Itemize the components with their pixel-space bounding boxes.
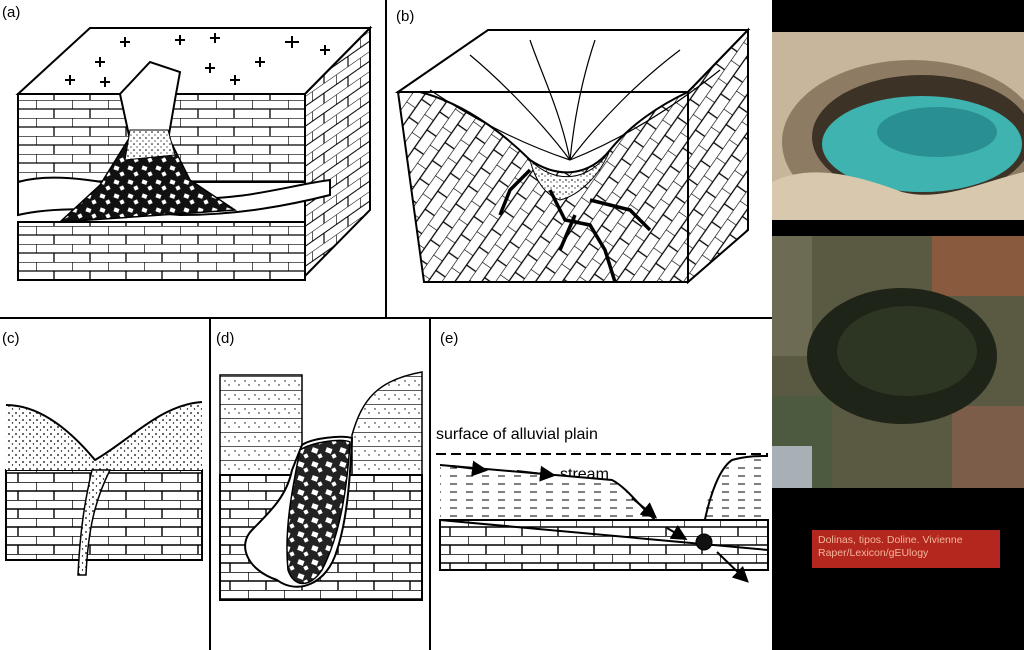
diagram-sheet: (a) bbox=[0, 0, 772, 650]
caption-box: Dolinas, tipos. Doline. Vivienne Raper/L… bbox=[812, 530, 1000, 568]
panel-e-label: (e) bbox=[440, 330, 459, 347]
aerial-sinkhole-photo bbox=[772, 236, 1024, 488]
panel-a-block-diagram bbox=[15, 25, 373, 281]
panel-d-cross-section bbox=[219, 371, 423, 601]
panel-c-label: (c) bbox=[2, 330, 20, 347]
panel-e-cross-section bbox=[436, 453, 769, 583]
panel-b-label: (b) bbox=[396, 8, 415, 25]
panel-a-label: (a) bbox=[2, 4, 21, 21]
sinkhole-photo bbox=[772, 32, 1024, 220]
panel-d-label: (d) bbox=[216, 330, 235, 347]
panel-b-block-diagram bbox=[394, 27, 751, 285]
panel-dividers bbox=[0, 0, 772, 650]
surface-annotation: surface of alluvial plain bbox=[436, 426, 598, 443]
panel-c-cross-section bbox=[5, 401, 203, 576]
